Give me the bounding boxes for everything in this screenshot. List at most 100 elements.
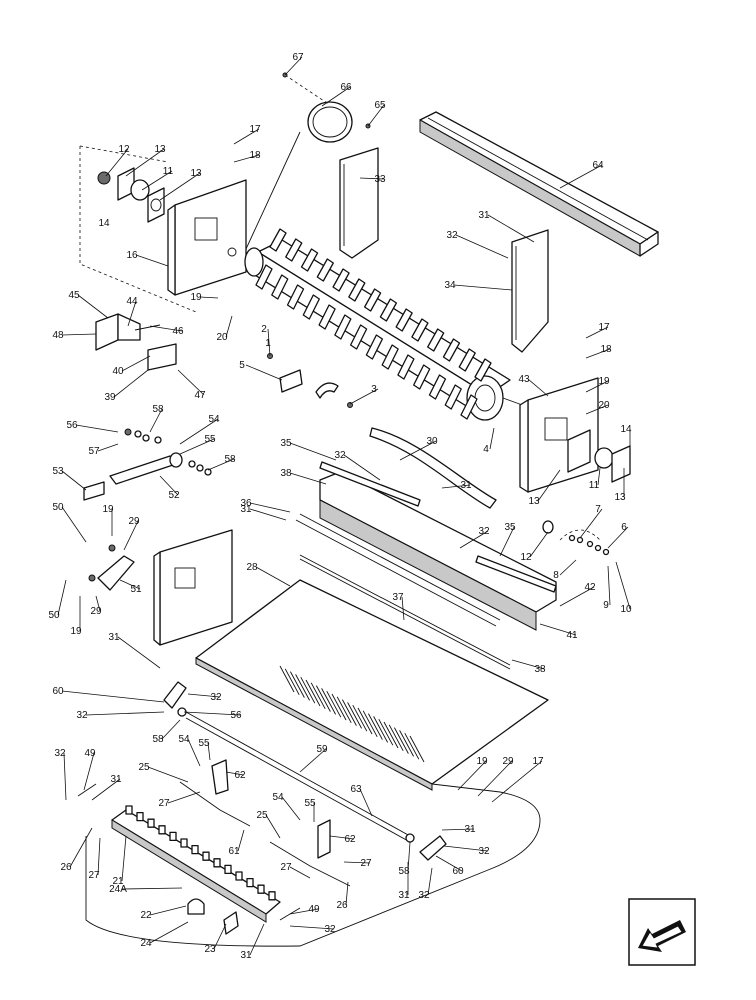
leader-line xyxy=(455,234,509,259)
callout-13: 13 xyxy=(528,496,540,507)
callout-27: 27 xyxy=(280,862,292,873)
callout-54: 54 xyxy=(272,792,284,803)
callout-54: 54 xyxy=(208,414,220,425)
leader-line xyxy=(149,905,187,916)
rotor-tooth xyxy=(300,248,319,272)
callout-19: 19 xyxy=(598,376,610,387)
callout-14: 14 xyxy=(620,424,632,435)
leader-line xyxy=(63,752,67,801)
leader-line xyxy=(57,579,67,616)
callout-24A: 24A xyxy=(109,884,127,895)
leader-line xyxy=(284,56,303,76)
leader-line xyxy=(457,760,487,791)
leader-line xyxy=(95,595,101,612)
callout-4: 4 xyxy=(483,444,489,455)
leader-line xyxy=(441,484,471,489)
leader-line xyxy=(177,369,205,396)
leader-line xyxy=(265,814,281,839)
leader-line xyxy=(289,866,311,879)
callout-6: 6 xyxy=(621,522,627,533)
rotor-tooth xyxy=(318,304,336,330)
callout-32: 32 xyxy=(446,230,458,241)
callout-41: 41 xyxy=(566,630,578,641)
deck-slot xyxy=(362,710,378,738)
callout-35: 35 xyxy=(504,522,516,533)
leader-line xyxy=(585,348,611,359)
callout-60: 60 xyxy=(52,686,64,697)
callout-60: 60 xyxy=(452,866,464,877)
part-22-23-brackets xyxy=(187,898,239,935)
callout-49: 49 xyxy=(84,748,96,759)
leader-line xyxy=(121,887,183,890)
callout-32: 32 xyxy=(334,450,346,461)
callout-38: 38 xyxy=(280,468,292,479)
callout-55: 55 xyxy=(198,738,210,749)
part-21-comb xyxy=(111,805,281,923)
callout-43: 43 xyxy=(518,374,530,385)
callout-18: 18 xyxy=(249,150,261,161)
leader-line xyxy=(477,760,513,797)
callout-12: 12 xyxy=(118,144,130,155)
leader-line xyxy=(149,408,163,433)
callout-56: 56 xyxy=(66,420,78,431)
callout-12: 12 xyxy=(520,552,532,563)
comb-tooth xyxy=(224,864,232,875)
callout-32: 32 xyxy=(478,846,490,857)
leader-line xyxy=(159,172,201,201)
deck-slot xyxy=(326,690,342,718)
leader-line xyxy=(207,458,235,471)
leader-line xyxy=(119,579,141,590)
callout-31: 31 xyxy=(240,504,252,515)
rotor-tooth xyxy=(365,334,384,360)
leader-line xyxy=(97,443,119,452)
callout-11: 11 xyxy=(589,480,600,491)
callout-10: 10 xyxy=(620,604,632,615)
callout-54: 54 xyxy=(178,734,190,745)
callout-29: 29 xyxy=(90,606,102,617)
comb-tooth xyxy=(246,877,254,888)
rotor-tooth xyxy=(413,364,431,390)
callout-59: 59 xyxy=(316,744,328,755)
comb-tooth xyxy=(202,851,210,861)
part-59-shaft xyxy=(177,707,415,843)
callout-55: 55 xyxy=(304,798,316,809)
comb-tooth xyxy=(257,884,265,894)
callout-56: 56 xyxy=(230,710,242,721)
leader-line xyxy=(489,427,495,450)
part-62-arms xyxy=(179,759,351,887)
leader-line xyxy=(537,469,561,502)
callout-62: 62 xyxy=(234,770,246,781)
leader-line xyxy=(597,467,601,486)
rotor-tooth xyxy=(286,284,305,310)
callout-49: 49 xyxy=(308,904,320,915)
callout-17: 17 xyxy=(249,124,261,135)
callout-7: 7 xyxy=(595,504,601,515)
leader-line xyxy=(585,326,609,339)
rotor-tooth xyxy=(460,394,478,420)
leader-line xyxy=(607,526,629,549)
next-page-arrow-icon[interactable] xyxy=(628,898,696,966)
deck-slot xyxy=(284,668,300,696)
callout-53: 53 xyxy=(52,466,64,477)
leader-line xyxy=(225,771,245,776)
leader-line xyxy=(579,508,603,539)
callout-13: 13 xyxy=(154,144,166,155)
callout-26: 26 xyxy=(336,900,348,911)
deck-slot xyxy=(409,735,425,763)
part-shaft-arm xyxy=(83,428,212,501)
callout-9: 9 xyxy=(603,600,609,611)
callout-31: 31 xyxy=(464,824,476,835)
deck-slot xyxy=(357,707,373,735)
leader-line xyxy=(141,170,173,191)
leader-line xyxy=(69,827,93,868)
callout-32: 32 xyxy=(76,710,88,721)
deck-slot xyxy=(279,665,295,693)
comb-tooth xyxy=(180,838,188,848)
callout-27: 27 xyxy=(360,858,372,869)
leader-line xyxy=(125,148,165,177)
leader-line xyxy=(113,369,149,398)
rotor-tooth xyxy=(474,358,492,382)
leader-line xyxy=(559,586,595,607)
callout-29: 29 xyxy=(502,756,514,767)
callout-51: 51 xyxy=(130,584,142,595)
